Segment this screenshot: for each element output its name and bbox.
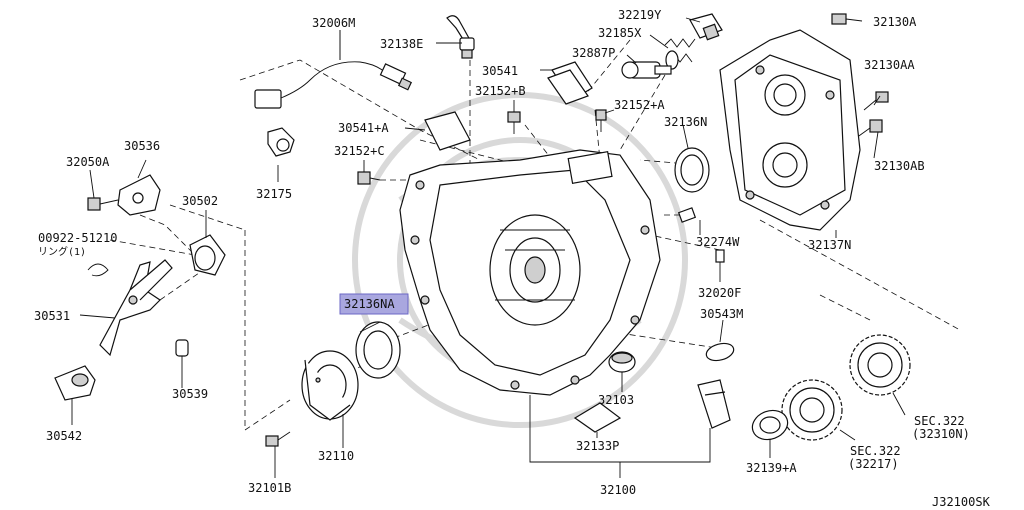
label-32100[interactable]: 32100 [600, 483, 636, 497]
label-30541A[interactable]: 30541+A [338, 121, 389, 135]
part-32219Y-plug[interactable] [689, 13, 723, 41]
part-32100-bracket [697, 379, 731, 429]
label-32101B[interactable]: 32101B [248, 481, 291, 495]
part-labels: 32006M 32138E 32219Y 32185X 32887P 32130… [34, 8, 991, 509]
part-30536-bracket[interactable] [117, 174, 161, 216]
part-32130A-bolt[interactable] [831, 13, 863, 25]
part-30543M-plug[interactable] [704, 341, 735, 364]
part-30541A-plate[interactable] [424, 111, 471, 151]
label-32130A[interactable]: 32130A [873, 15, 917, 29]
label-32130AA[interactable]: 32130AA [864, 58, 915, 72]
label-32137N[interactable]: 32137N [808, 238, 851, 252]
label-32219Y[interactable]: 32219Y [618, 8, 662, 22]
label-30542[interactable]: 30542 [46, 429, 82, 443]
part-32130AA-bolt[interactable] [863, 91, 889, 111]
label-30536[interactable]: 30536 [124, 139, 160, 153]
label-30543M[interactable]: 30543M [700, 307, 743, 321]
label-30502[interactable]: 30502 [182, 194, 218, 208]
label-32138E[interactable]: 32138E [380, 37, 423, 51]
part-32103-plug[interactable] [608, 351, 636, 373]
label-sec322-b[interactable]: SEC.322 [850, 444, 901, 458]
label-30541[interactable]: 30541 [482, 64, 518, 78]
part-32100-transmission-case[interactable] [399, 149, 661, 396]
label-32050A[interactable]: 32050A [66, 155, 110, 169]
label-32110[interactable]: 32110 [318, 449, 354, 463]
part-30531-release-lever[interactable] [99, 259, 173, 357]
part-32136NA-oil-seal[interactable] [355, 321, 401, 379]
part-sec322-gear-32217[interactable] [781, 379, 843, 441]
label-32006M[interactable]: 32006M [312, 16, 355, 30]
diagram-code: J32100SK [932, 495, 991, 509]
leader-lines [71, 17, 906, 478]
part-32138E-breather[interactable] [446, 15, 475, 59]
part-30539-pivot-pin[interactable] [175, 339, 189, 380]
label-32136N[interactable]: 32136N [664, 115, 707, 129]
part-32110-bearing-retainer[interactable] [301, 350, 359, 421]
label-32103[interactable]: 32103 [598, 393, 634, 407]
part-30541-pad[interactable] [547, 61, 593, 105]
part-32020F-pin[interactable] [715, 249, 725, 263]
part-32152B-bolt[interactable] [507, 111, 521, 134]
label-32136NA[interactable]: 32136NA [344, 297, 395, 311]
label-sec322-b-sub: (32217) [848, 457, 899, 471]
label-30531[interactable]: 30531 [34, 309, 70, 323]
part-00922-51210-ring[interactable] [87, 263, 109, 277]
part-32185X-spring[interactable] [664, 38, 696, 70]
label-sec322-a[interactable]: SEC.322 [914, 414, 965, 428]
part-32887P-detent-pin[interactable] [621, 61, 672, 79]
part-32133P-gasket[interactable] [573, 402, 622, 433]
label-32133P[interactable]: 32133P [576, 439, 619, 453]
label-30539[interactable]: 30539 [172, 387, 208, 401]
label-32139A[interactable]: 32139+A [746, 461, 797, 475]
part-32101B-bolt[interactable] [265, 431, 291, 447]
label-32175[interactable]: 32175 [256, 187, 292, 201]
label-00922-51210[interactable]: 00922-51210 [38, 231, 117, 245]
label-32020F[interactable]: 32020F [698, 286, 741, 300]
label-32152A[interactable]: 32152+A [614, 98, 665, 112]
part-32137N-rear-housing[interactable] [719, 29, 861, 231]
label-00922-note: リング(1) [38, 245, 86, 258]
part-32050A-bolt[interactable] [87, 197, 119, 211]
label-32185X[interactable]: 32185X [598, 26, 642, 40]
part-30502-bearing[interactable] [189, 234, 226, 276]
label-32130AB[interactable]: 32130AB [874, 159, 925, 173]
part-32136N-oil-seal[interactable] [674, 147, 710, 193]
part-32130AB-bolt[interactable] [855, 119, 883, 139]
label-32887P[interactable]: 32887P [572, 46, 615, 60]
part-32274W-dowel[interactable] [677, 207, 697, 223]
part-sec322-gear-32310N[interactable] [849, 334, 911, 396]
label-32274W[interactable]: 32274W [696, 235, 740, 249]
part-32139A-washer[interactable] [748, 406, 791, 445]
label-sec322-a-sub: (32310N) [912, 427, 970, 441]
label-32152C[interactable]: 32152+C [334, 144, 385, 158]
highlight-box-32136NA [339, 293, 409, 315]
part-32152A-bolt[interactable] [595, 109, 607, 132]
label-32152B[interactable]: 32152+B [475, 84, 526, 98]
part-30542-boot[interactable] [54, 365, 96, 401]
part-32175-clip[interactable] [267, 127, 295, 157]
